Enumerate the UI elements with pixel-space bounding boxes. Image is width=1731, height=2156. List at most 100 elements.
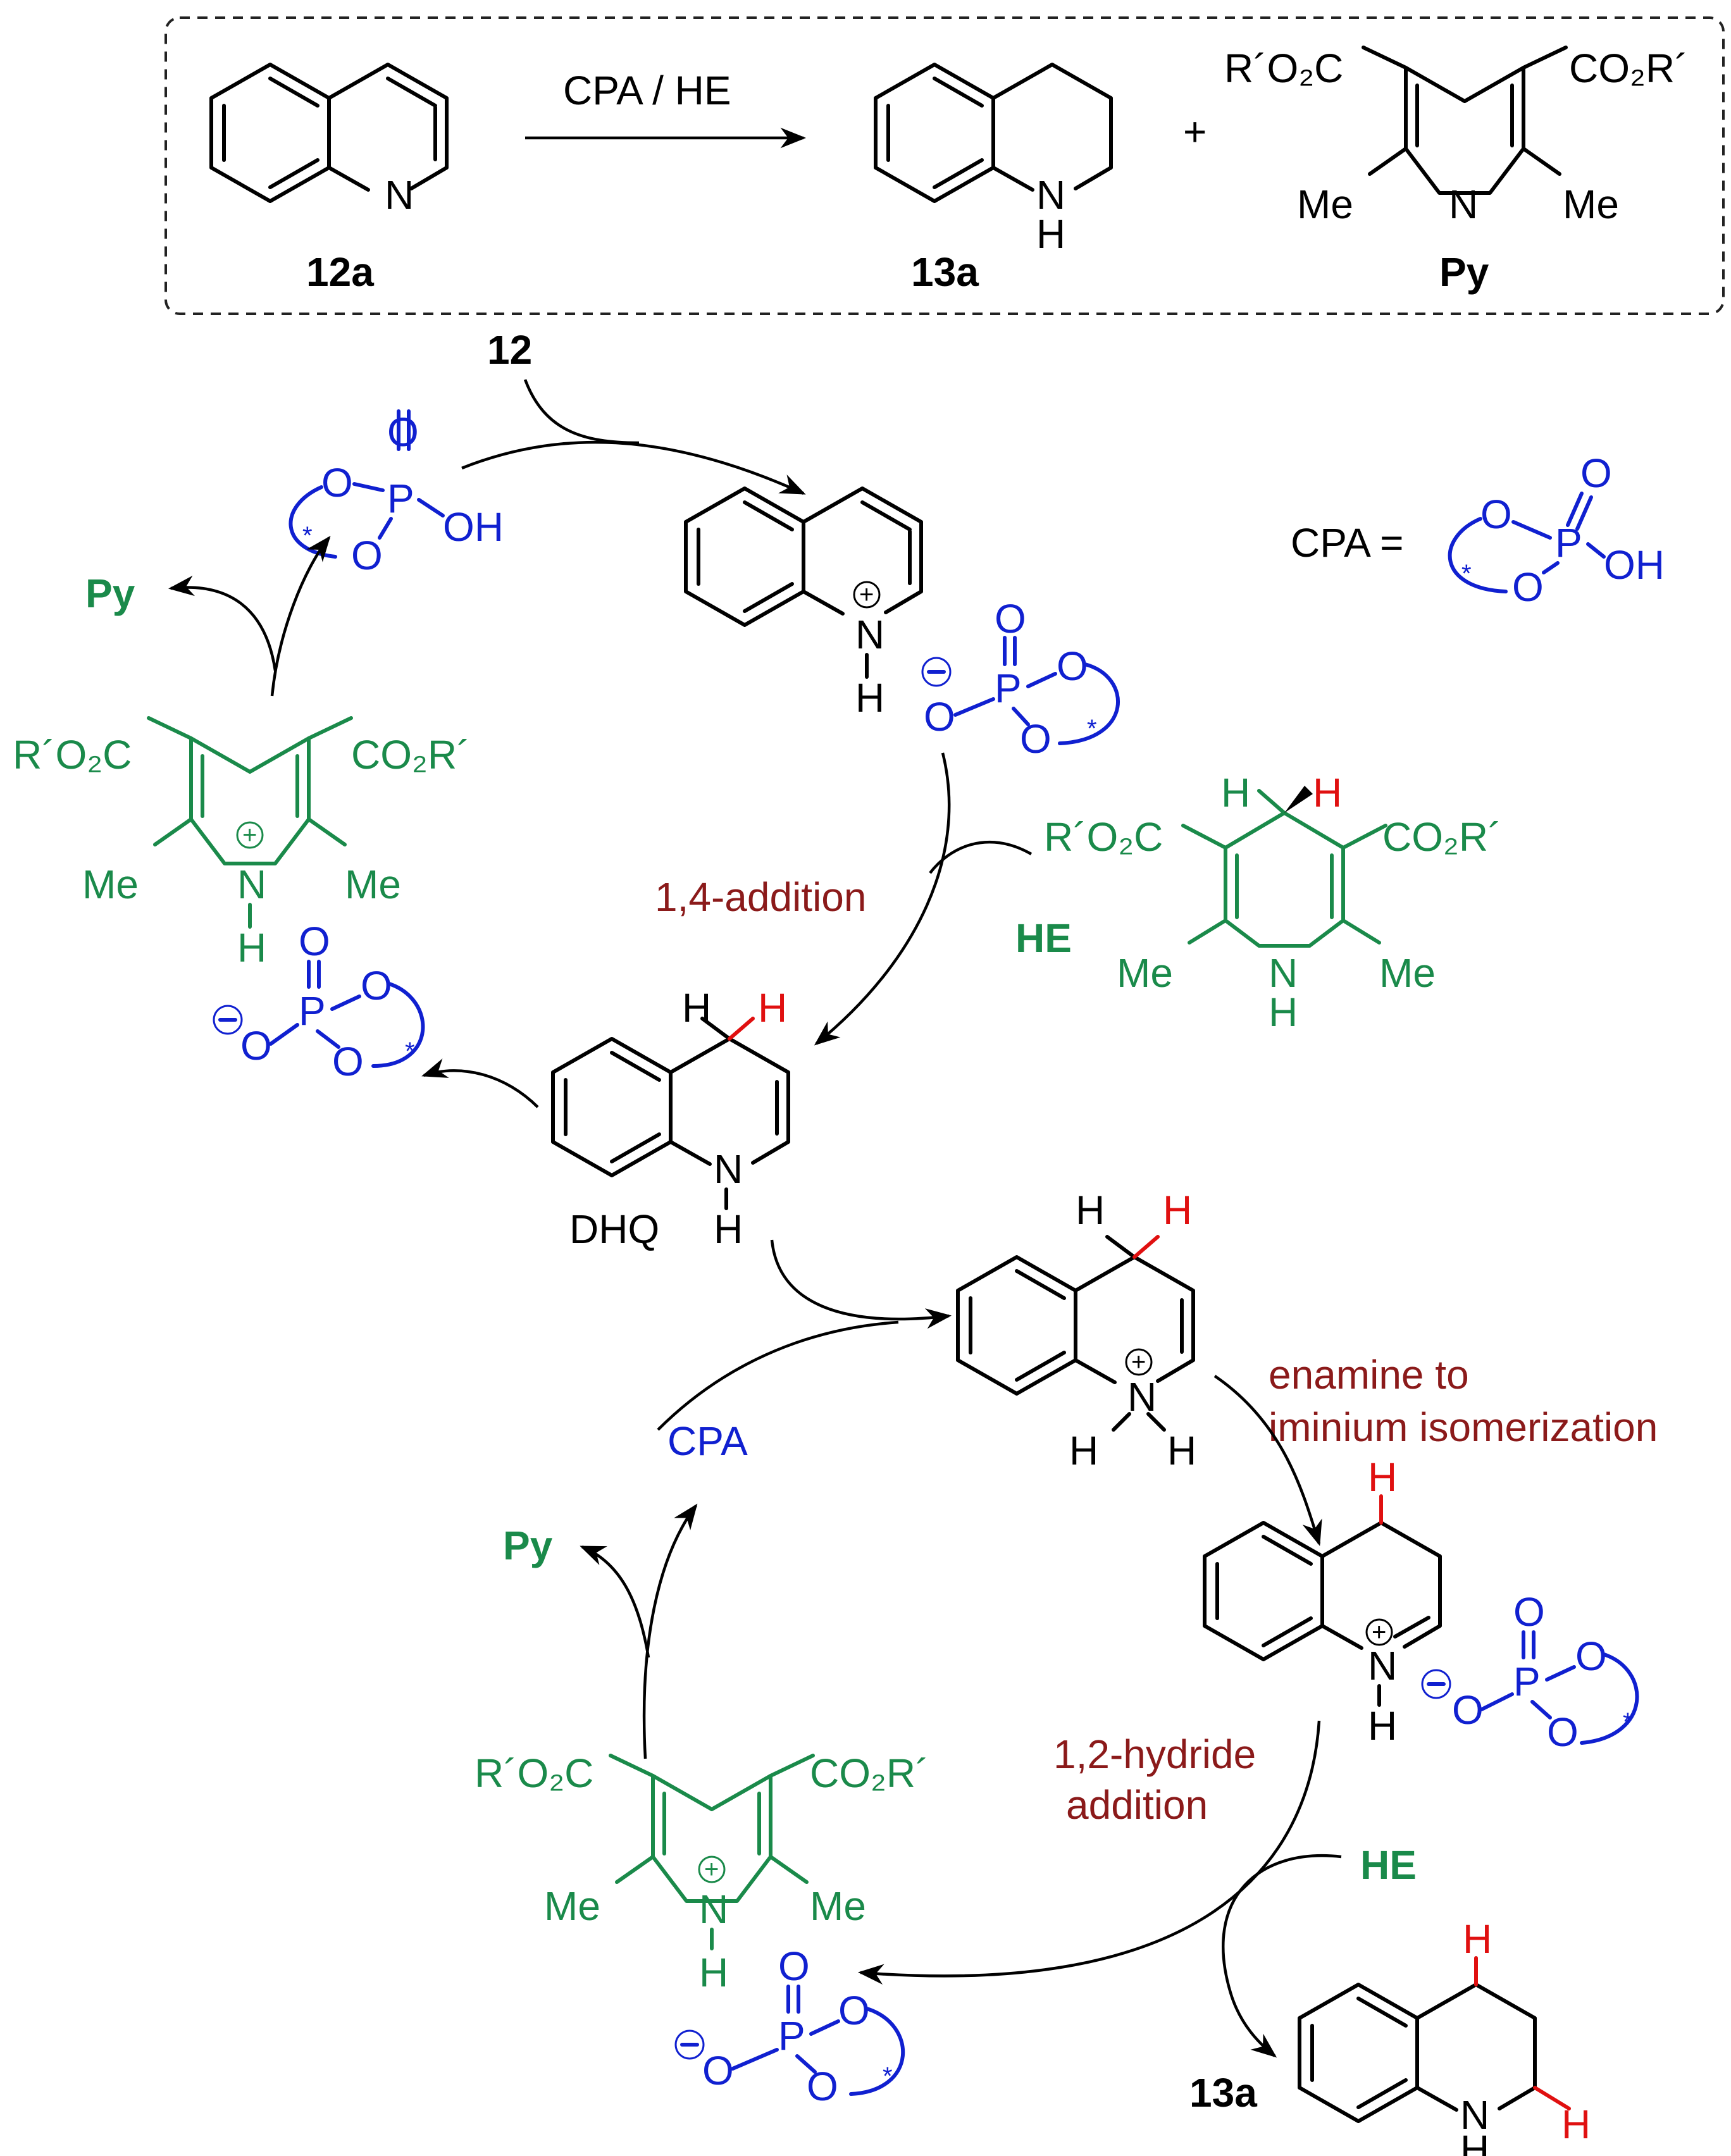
svg-text:N: N (855, 612, 884, 657)
label-he-1: HE (1015, 915, 1072, 961)
phosphate-anion-2: O P O O O * (213, 919, 425, 1084)
svg-text:+: + (704, 1856, 719, 1883)
svg-text:*: * (883, 2062, 893, 2090)
cpa-def-label: CPA = (1291, 520, 1403, 566)
iminium-salt: H + N H (1203, 1454, 1442, 1749)
overview-box (164, 16, 1725, 315)
svg-text:O: O (387, 409, 419, 455)
svg-text:OH: OH (1604, 542, 1665, 588)
label-dhq: DHQ (569, 1206, 659, 1252)
pyridinium-salt-1 (147, 716, 353, 865)
svg-text:N: N (714, 1146, 743, 1192)
svg-text:H: H (1076, 1187, 1105, 1233)
svg-text:Me: Me (82, 862, 139, 907)
ester-left-1: R´O₂C (13, 732, 132, 778)
arrow-cpa-in (657, 1320, 899, 1431)
plus-sign: + (1183, 109, 1207, 154)
svg-text:*: * (1461, 560, 1472, 588)
tetrahydroquinoline-13a: N H (874, 63, 1113, 257)
pyridine-py (1362, 46, 1568, 195)
svg-text:O: O (1547, 1709, 1579, 1755)
label-py-1: Py (85, 571, 135, 616)
tetrahydroquinoline-product: H H N H (1298, 1916, 1591, 2156)
svg-text:+: + (1372, 1618, 1386, 1646)
svg-text:H: H (1069, 1428, 1098, 1473)
svg-text:H: H (1368, 1454, 1397, 1500)
label-12: 12 (487, 327, 532, 373)
quinolinium-salt: + N H (684, 486, 923, 721)
svg-text:O: O (1575, 1633, 1607, 1679)
cpa-definition: O P O O OH * (1448, 450, 1665, 610)
pyridinium-salt-2 (609, 1754, 815, 1903)
phosphate-anion-3: O P O O O * (1421, 1589, 1639, 1755)
step-isomerization-1: enamine to (1269, 1352, 1469, 1397)
step-hydride-1: 1,2-hydride (1053, 1732, 1256, 1777)
svg-text:N: N (699, 1886, 728, 1932)
step-1-4-addition: 1,4-addition (655, 874, 866, 920)
svg-text:O: O (778, 1943, 810, 1989)
svg-text:N: N (237, 862, 266, 907)
arrow-substrate-in (523, 379, 640, 445)
svg-text:Me: Me (810, 1883, 866, 1929)
svg-text:Me: Me (1117, 950, 1173, 996)
svg-text:O: O (1580, 450, 1612, 496)
svg-text:R´O₂C: R´O₂C (1044, 814, 1163, 860)
svg-text:O: O (240, 1023, 272, 1069)
svg-text:OH: OH (443, 504, 504, 550)
protonated-dhq: H H + N H H (956, 1187, 1196, 1473)
svg-text:N: N (1368, 1643, 1397, 1688)
ester-right-1: CO₂R´ (351, 732, 470, 778)
svg-text:CO₂R´: CO₂R´ (1382, 814, 1501, 860)
arrow-1-4-addition (814, 752, 951, 1046)
step-isomerization-2: iminium isomerization (1269, 1404, 1658, 1450)
svg-text:H: H (855, 675, 884, 721)
arrow-to-anion-2 (421, 1058, 539, 1108)
svg-text:*: * (1623, 1708, 1633, 1736)
svg-text:H: H (1561, 2102, 1591, 2147)
ester-right: CO₂R´ (1569, 46, 1688, 91)
svg-text:H: H (1313, 770, 1342, 815)
label-py-2: Py (503, 1523, 553, 1568)
label-py: Py (1439, 249, 1489, 295)
svg-text:P: P (299, 988, 326, 1034)
svg-text:O: O (1480, 492, 1512, 537)
arrow-cpa-to-quinolinium (461, 440, 806, 495)
svg-text:H: H (1269, 989, 1298, 1035)
svg-text:H: H (714, 1206, 743, 1252)
svg-text:+: + (1131, 1348, 1146, 1376)
arrow-pyridinium-to-cpa (270, 535, 331, 697)
svg-text:P: P (778, 2013, 805, 2059)
svg-text:Me: Me (1379, 950, 1436, 996)
svg-text:O: O (351, 533, 383, 578)
svg-text:O: O (321, 460, 353, 505)
arrow-hydride-addition (857, 1720, 1321, 1985)
label-12a: 12a (306, 249, 374, 295)
arrow-he-in-1 (929, 840, 1033, 874)
svg-text:H: H (1460, 2127, 1489, 2156)
svg-text:CO₂R´: CO₂R´ (810, 1750, 929, 1796)
svg-text:O: O (1513, 1589, 1545, 1635)
svg-text:O: O (361, 963, 392, 1008)
atom-h: H (1036, 211, 1065, 257)
svg-text:H: H (699, 1950, 728, 1995)
svg-text:O: O (995, 596, 1026, 641)
svg-text:O: O (838, 1988, 870, 2033)
svg-text:N: N (1269, 950, 1298, 996)
quinoline-12a: N (209, 63, 449, 218)
phosphate-anion-1: O P O O O * (921, 596, 1120, 762)
ester-left: R´O₂C (1224, 46, 1343, 91)
atom-n: N (385, 172, 414, 218)
svg-text:N: N (1127, 1374, 1157, 1420)
svg-text:O: O (702, 2048, 734, 2093)
svg-text:P: P (1513, 1659, 1541, 1704)
dihydroquinoline-dhq: H H N H (551, 985, 790, 1252)
svg-text:H: H (1167, 1428, 1196, 1473)
svg-text:H: H (1368, 1703, 1397, 1749)
label-13a: 13a (911, 249, 979, 295)
methyl-right: Me (1563, 182, 1619, 227)
phosphate-anion-4: O P O O O * (674, 1943, 905, 2109)
atom-n: N (1036, 172, 1065, 218)
arrow-to-cpa-regen (642, 1503, 698, 1759)
